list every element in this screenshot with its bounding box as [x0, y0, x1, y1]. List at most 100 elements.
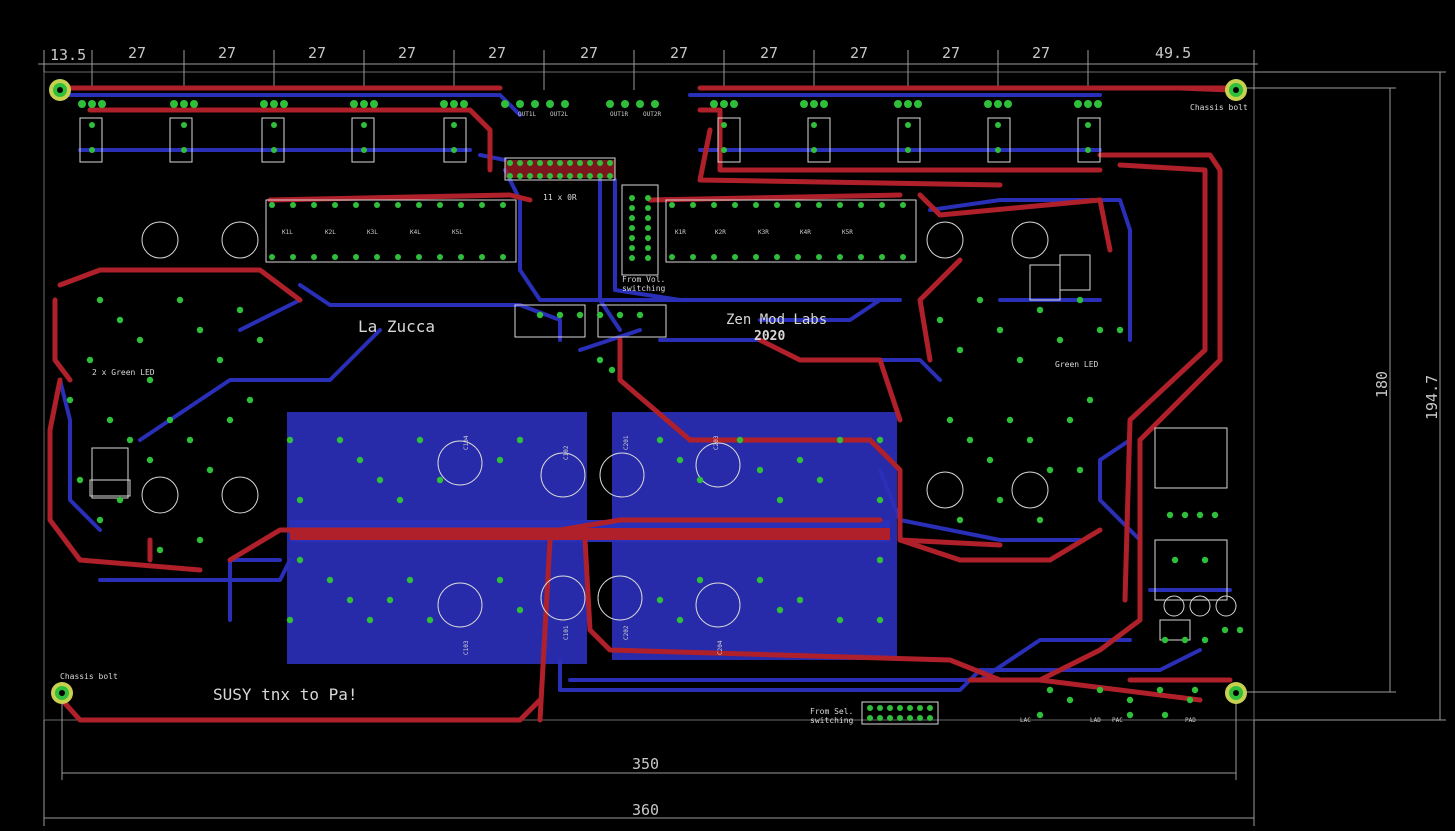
- pad: [1026, 436, 1034, 444]
- pad: [1006, 416, 1014, 424]
- pad: [332, 254, 338, 260]
- pad: [995, 147, 1001, 153]
- pad: [597, 173, 603, 179]
- pad: [78, 100, 86, 108]
- dim-seg: 27: [942, 44, 960, 62]
- pad: [416, 202, 422, 208]
- pad: [216, 356, 224, 364]
- pad: [1094, 100, 1102, 108]
- pad: [837, 202, 843, 208]
- pad: [800, 100, 808, 108]
- pad: [774, 202, 780, 208]
- pad: [260, 100, 268, 108]
- pad: [332, 202, 338, 208]
- pad: [500, 202, 506, 208]
- pad: [296, 556, 304, 564]
- output-label: OUT1L: [518, 111, 536, 118]
- dim-seg: 27: [488, 44, 506, 62]
- pad: [236, 306, 244, 314]
- year-label: 2020: [754, 329, 785, 344]
- pad: [196, 536, 204, 544]
- pad: [730, 100, 738, 108]
- pad: [606, 100, 614, 108]
- pad: [426, 616, 434, 624]
- pad: [996, 326, 1004, 334]
- pad: [326, 576, 334, 584]
- pad: [507, 160, 513, 166]
- pad: [386, 596, 394, 604]
- pad: [1201, 636, 1209, 644]
- pad: [645, 235, 651, 241]
- board-outline: [43, 71, 1255, 721]
- pad: [186, 436, 194, 444]
- pad: [436, 476, 444, 484]
- pad: [776, 606, 784, 614]
- pad: [927, 705, 933, 711]
- pad: [116, 316, 124, 324]
- pad: [887, 705, 893, 711]
- mounting-holes: [49, 79, 1247, 704]
- pad: [796, 456, 804, 464]
- pad: [721, 147, 727, 153]
- pad: [531, 100, 539, 108]
- pad: [1191, 686, 1199, 694]
- pad: [645, 245, 651, 251]
- resistor-array-label: 11 x 0R: [543, 193, 577, 202]
- pad: [1236, 626, 1244, 634]
- pad: [361, 147, 367, 153]
- pad: [516, 436, 524, 444]
- dim-seg: 27: [580, 44, 598, 62]
- pad: [876, 496, 884, 504]
- relay-label: K4L: [410, 229, 421, 236]
- pad: [796, 596, 804, 604]
- pad: [353, 202, 359, 208]
- pad: [956, 516, 964, 524]
- pad: [1074, 100, 1082, 108]
- pad: [450, 100, 458, 108]
- pad: [904, 100, 912, 108]
- pad: [984, 100, 992, 108]
- pad: [1076, 466, 1084, 474]
- pad: [927, 715, 933, 721]
- pad: [887, 715, 893, 721]
- pad: [917, 715, 923, 721]
- components: [79, 117, 1237, 725]
- pad: [374, 254, 380, 260]
- pad: [196, 326, 204, 334]
- pad: [690, 202, 696, 208]
- relay-label: K4R: [800, 229, 811, 236]
- pad: [907, 705, 913, 711]
- dim-width-outer: 360: [632, 801, 659, 819]
- pad: [753, 202, 759, 208]
- pad: [536, 311, 544, 319]
- relay-label: K1L: [282, 229, 293, 236]
- signature-label: SUSY tnx to Pa!: [213, 685, 358, 704]
- pad: [356, 456, 364, 464]
- output-label: OUT2L: [550, 111, 568, 118]
- pad: [690, 254, 696, 260]
- pad: [669, 202, 675, 208]
- dim-top-right: 49.5: [1155, 44, 1191, 62]
- pad: [226, 416, 234, 424]
- silkscreen-text: La Zucca Zen Mod Labs 2020 SUSY tnx to P…: [60, 103, 1248, 725]
- pad: [1036, 711, 1044, 719]
- connector-label: PAC: [1112, 717, 1123, 724]
- pad: [776, 496, 784, 504]
- relay-label: K2L: [325, 229, 336, 236]
- pad: [696, 576, 704, 584]
- pad: [629, 245, 635, 251]
- pad: [256, 336, 264, 344]
- pad: [156, 546, 164, 554]
- pad: [246, 396, 254, 404]
- pad: [879, 254, 885, 260]
- pad: [1085, 147, 1091, 153]
- pad: [879, 202, 885, 208]
- dim-seg: 27: [128, 44, 146, 62]
- pad: [451, 122, 457, 128]
- pad: [577, 173, 583, 179]
- pad: [395, 254, 401, 260]
- dim-width-inner: 350: [632, 755, 659, 773]
- mounting-hole-bottom-right: [1225, 682, 1247, 704]
- pad: [905, 122, 911, 128]
- dim-seg: 27: [218, 44, 236, 62]
